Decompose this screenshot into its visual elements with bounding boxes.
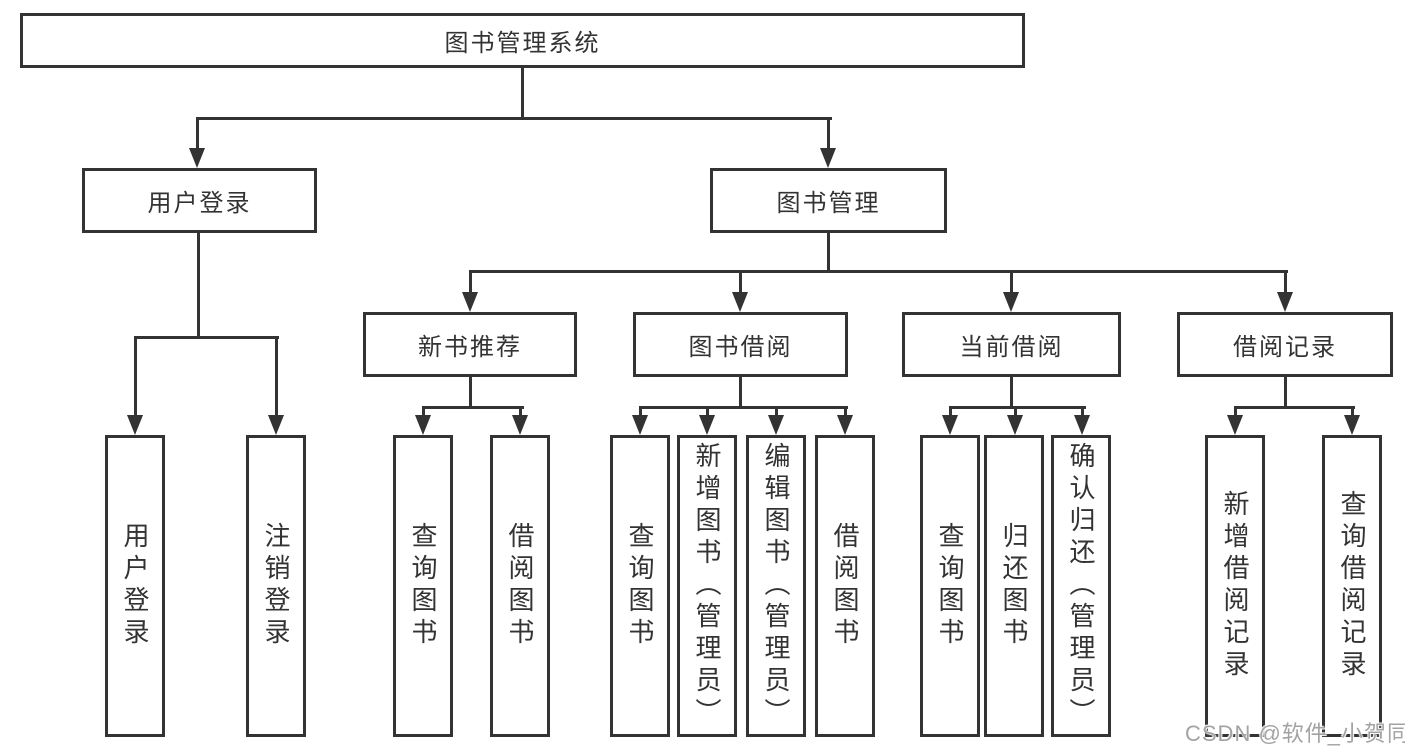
- connector-line: [521, 68, 524, 118]
- node-book-borrowing: 图书借阅: [633, 312, 848, 377]
- arrow-down-icon: [768, 415, 784, 435]
- leaf-label: 归还图书: [999, 522, 1029, 650]
- connector-line: [275, 336, 278, 417]
- connector-line: [1234, 406, 1237, 417]
- arrow-down-icon: [268, 415, 284, 435]
- node-current-borrowing: 当前借阅: [902, 312, 1121, 377]
- leaf-label: 借阅图书: [505, 522, 535, 650]
- arrow-down-icon: [1074, 415, 1090, 435]
- arrow-down-icon: [1007, 415, 1023, 435]
- leaf-label: 新增借阅记录: [1220, 490, 1250, 682]
- leaf-cb-confirm-return-admin: 确认归还（管理员）: [1051, 435, 1111, 737]
- leaf-label: 新增图书（管理员）: [692, 442, 722, 730]
- node-library-management-system: 图书管理系统: [20, 13, 1025, 68]
- connector-line: [469, 270, 472, 294]
- arrow-down-icon: [820, 148, 836, 168]
- node-new-book-recommend: 新书推荐: [363, 312, 577, 377]
- leaf-logout: 注销登录: [246, 435, 306, 737]
- arrow-down-icon: [942, 415, 958, 435]
- connector-line: [134, 336, 137, 417]
- leaf-br-query-borrow-record: 查询借阅记录: [1322, 435, 1382, 737]
- connector-line: [1014, 406, 1017, 417]
- connector-line: [196, 117, 199, 150]
- node-label: 图书管理: [776, 190, 881, 217]
- connector-line: [1284, 270, 1287, 294]
- connector-line: [844, 406, 847, 417]
- arrow-down-icon: [632, 415, 648, 435]
- leaf-bb-borrow-books: 借阅图书: [815, 435, 875, 737]
- leaf-br-add-borrow-record: 新增借阅记录: [1205, 435, 1265, 737]
- node-label: 新书推荐: [418, 334, 522, 361]
- node-label: 图书借阅: [688, 334, 793, 361]
- arrow-down-icon: [127, 415, 143, 435]
- connector-line: [1081, 406, 1084, 417]
- leaf-label: 注销登录: [261, 522, 291, 650]
- node-label: 当前借阅: [959, 334, 1064, 361]
- leaf-user-login: 用户登录: [105, 435, 165, 737]
- connector-line: [197, 233, 200, 337]
- connector-line: [775, 406, 778, 417]
- arrow-down-icon: [512, 415, 528, 435]
- connector-line: [1010, 270, 1013, 294]
- connector-line: [949, 406, 1086, 409]
- connector-line: [827, 233, 830, 271]
- arrow-down-icon: [1227, 415, 1243, 435]
- connector-line: [706, 406, 709, 417]
- connector-line: [827, 117, 830, 150]
- leaf-nb-borrow-books: 借阅图书: [490, 435, 550, 737]
- arrow-down-icon: [189, 148, 205, 168]
- node-borrowing-records: 借阅记录: [1177, 312, 1393, 377]
- arrow-down-icon: [462, 292, 478, 312]
- node-label: 借阅记录: [1233, 334, 1337, 361]
- leaf-label: 查询图书: [935, 522, 965, 650]
- arrow-down-icon: [732, 292, 748, 312]
- connector-line: [469, 377, 472, 407]
- connector-line: [196, 117, 832, 120]
- arrow-down-icon: [1344, 415, 1360, 435]
- connector-line: [1234, 406, 1355, 409]
- connector-line: [134, 336, 279, 339]
- node-label: 图书管理系统: [444, 30, 601, 57]
- connector-line: [739, 377, 742, 407]
- connector-line: [739, 270, 742, 294]
- node-label: 用户登录: [147, 190, 252, 217]
- arrow-down-icon: [415, 415, 431, 435]
- leaf-label: 借阅图书: [830, 522, 860, 650]
- connector-line: [1284, 377, 1287, 407]
- leaf-cb-return-book: 归还图书: [984, 435, 1044, 737]
- connector-line: [1351, 406, 1354, 417]
- leaf-label: 确认归还（管理员）: [1066, 442, 1096, 730]
- connector-line: [469, 270, 1288, 273]
- leaf-label: 查询借阅记录: [1337, 490, 1367, 682]
- connector-line: [949, 406, 952, 417]
- connector-line: [639, 406, 848, 409]
- connector-line: [422, 406, 425, 417]
- leaf-bb-edit-book-admin: 编辑图书（管理员）: [746, 435, 806, 737]
- connector-line: [1010, 377, 1013, 407]
- leaf-label: 编辑图书（管理员）: [761, 442, 791, 730]
- arrow-down-icon: [1003, 292, 1019, 312]
- leaf-label: 用户登录: [120, 522, 150, 650]
- connector-line: [422, 406, 524, 409]
- arrow-down-icon: [837, 415, 853, 435]
- arrow-down-icon: [1277, 292, 1293, 312]
- node-user-login: 用户登录: [82, 168, 317, 233]
- arrow-down-icon: [699, 415, 715, 435]
- watermark-text: CSDN @软件_小贺同学: [1185, 721, 1405, 746]
- connector-line: [519, 406, 522, 417]
- connector-line: [639, 406, 642, 417]
- leaf-nb-query-books: 查询图书: [393, 435, 453, 737]
- leaf-label: 查询图书: [625, 522, 655, 650]
- leaf-cb-query-books: 查询图书: [920, 435, 980, 737]
- leaf-bb-query-books: 查询图书: [610, 435, 670, 737]
- leaf-bb-add-book-admin: 新增图书（管理员）: [677, 435, 737, 737]
- leaf-label: 查询图书: [408, 522, 438, 650]
- node-book-management: 图书管理: [710, 168, 947, 233]
